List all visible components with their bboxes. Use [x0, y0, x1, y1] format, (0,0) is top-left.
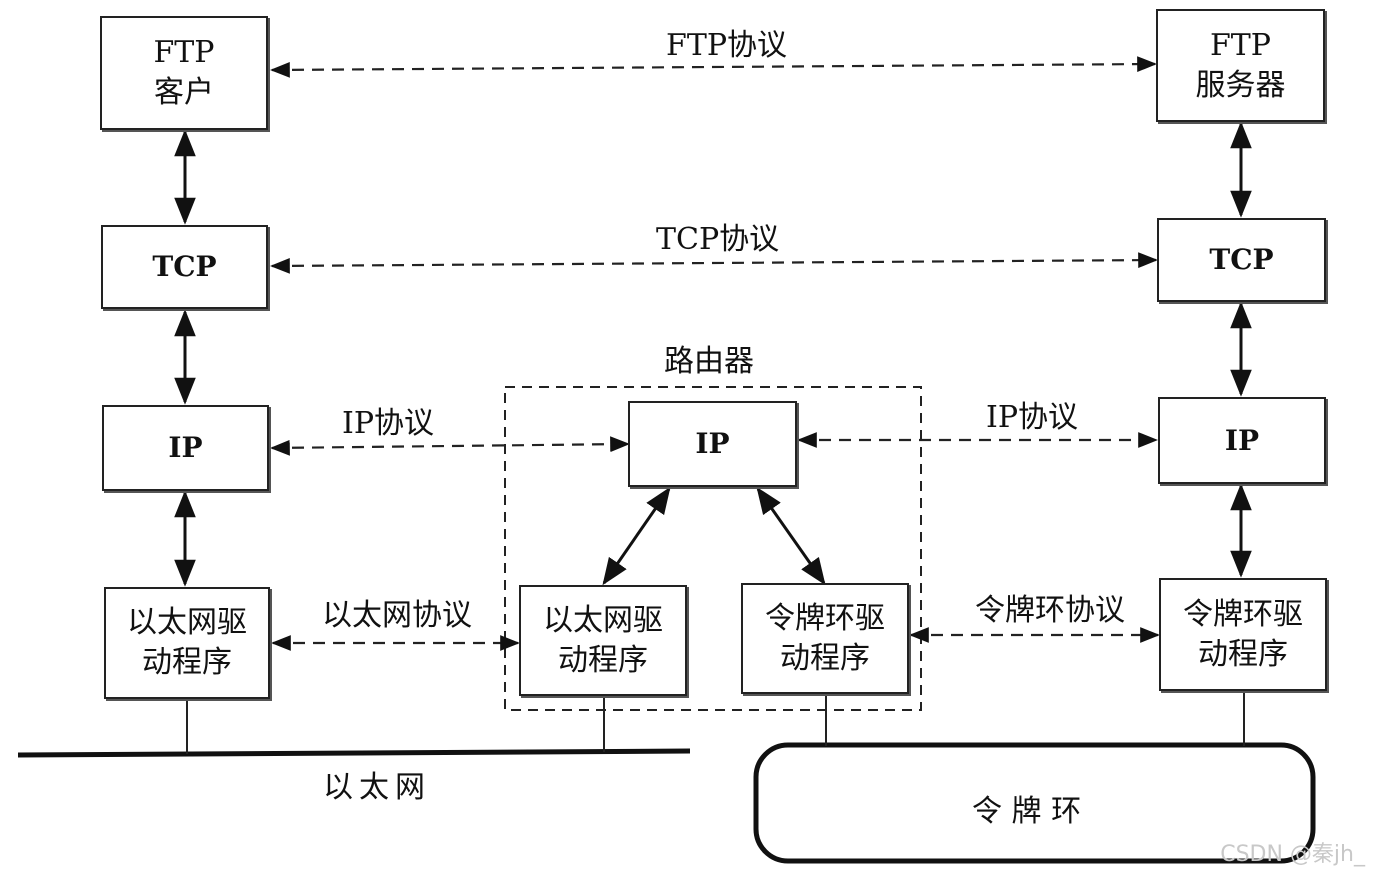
ip-protocol-right-label: IP协议	[986, 400, 1079, 435]
token-ring-shape	[753, 742, 1316, 864]
tcp-protocol-label: TCP协议	[656, 222, 780, 257]
eth-driver-left-line2: 动程序	[142, 645, 232, 680]
ip-left-box: IP	[102, 405, 269, 491]
tcp-left-label: TCP	[152, 250, 217, 283]
tcp-right-box: TCP	[1157, 218, 1326, 302]
router-label: 路由器	[664, 344, 754, 379]
token-driver-right-line1: 令牌环驱	[1183, 596, 1303, 632]
router-ip-token-arrow	[756, 486, 826, 586]
ethernet-protocol-label: 以太网协议	[322, 598, 472, 633]
ftp-server-box: FTP 服务器	[1156, 9, 1325, 122]
router-ip-eth-arrow	[602, 486, 671, 586]
ftp-client-line1: FTP	[153, 35, 215, 70]
eth-driver-router-box: 以太网驱 动程序	[519, 585, 687, 696]
ftp-server-line2: 服务器	[1195, 67, 1286, 103]
ip-router-box: IP	[628, 401, 797, 487]
tcp-left-box: TCP	[101, 225, 268, 309]
ftp-server-line1: FTP	[1209, 27, 1271, 63]
token-driver-router-line2: 动程序	[780, 640, 870, 676]
token-driver-router-line1: 令牌环驱	[765, 600, 885, 636]
eth-driver-router-line2: 动程序	[558, 642, 648, 678]
eth-driver-left-box: 以太网驱 动程序	[104, 587, 270, 699]
ip-protocol-left-label: IP协议	[342, 406, 435, 441]
eth-driver-router-line1: 以太网驱	[543, 602, 663, 638]
watermark: CSDN @秦jh_	[1220, 842, 1365, 867]
ftp-client-box: FTP 客户	[100, 16, 268, 130]
ip-right-box: IP	[1158, 397, 1326, 484]
ip-right-label: IP	[1224, 423, 1260, 457]
ethernet-bus	[17, 748, 691, 758]
ftp-protocol-arrow	[270, 56, 1157, 78]
token-driver-router-box: 令牌环驱 动程序	[741, 583, 909, 694]
ip-router-label: IP	[695, 427, 730, 460]
ftp-client-line2: 客户	[154, 75, 214, 110]
ip-protocol-left-arrow	[270, 436, 630, 456]
ip-left-label: IP	[168, 431, 203, 464]
ethernet-label: 以太网	[323, 770, 431, 805]
tcp-protocol-arrow	[270, 252, 1158, 274]
token-driver-right-line2: 动程序	[1198, 636, 1288, 672]
token-driver-right-box: 令牌环驱 动程序	[1159, 578, 1327, 691]
tcp-right-label: TCP	[1209, 243, 1274, 276]
eth-driver-left-line1: 以太网驱	[127, 605, 247, 640]
ftp-protocol-label: FTP协议	[666, 28, 788, 63]
router-boundary	[504, 386, 922, 711]
token-ring-label: 令 牌 环	[972, 794, 1082, 829]
token-ring-protocol-label: 令牌环协议	[975, 593, 1125, 628]
